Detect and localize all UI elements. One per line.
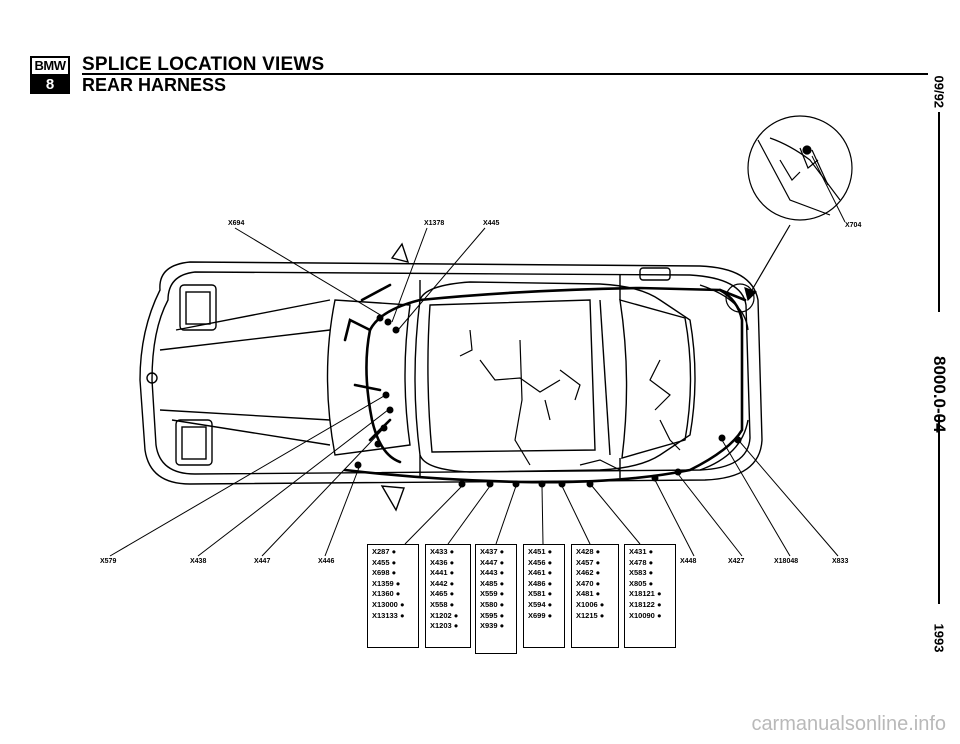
- callout-x1378: X1378: [424, 220, 445, 227]
- splice-item: X1215 ●: [576, 610, 605, 620]
- splice-item: X699 ●: [528, 610, 553, 620]
- splice-list-4: X451 ● X456 ● X461 ● X486 ● X581 ● X594 …: [523, 544, 565, 648]
- splice-item: X437 ●: [480, 547, 505, 556]
- splice-item: X13133 ●: [372, 610, 405, 620]
- splice-item: X287 ●: [372, 547, 397, 556]
- splice-item: X470 ●: [576, 578, 601, 588]
- splice-item: X939 ●: [480, 621, 505, 631]
- splice-item: X441 ●: [430, 568, 455, 578]
- splice-list-3: X437 ● X447 ● X443 ● X485 ● X559 ● X580 …: [475, 544, 517, 654]
- splice-item: X1203 ●: [430, 621, 459, 631]
- splice-item: X465 ●: [430, 589, 455, 599]
- callout-x694: X694: [228, 220, 245, 227]
- splice-dots: [354, 314, 742, 488]
- splice-item: X455 ●: [372, 557, 397, 567]
- sunroof: [427, 299, 596, 453]
- splice-item: X1006 ●: [576, 599, 605, 609]
- logo-bottom-text: 8: [32, 76, 68, 94]
- splice-item: X18122 ●: [629, 599, 662, 609]
- splice-item: X451 ●: [528, 547, 553, 556]
- callout-x704: X704: [845, 222, 862, 229]
- callout-x446: X446: [318, 558, 335, 565]
- splice-item: X558 ●: [430, 599, 455, 609]
- splice-item: X456 ●: [528, 557, 553, 567]
- interior-wiring: [459, 329, 681, 471]
- splice-item: X581 ●: [528, 589, 553, 599]
- splice-item: X1360 ●: [372, 589, 401, 599]
- splice-item: X481 ●: [576, 589, 601, 599]
- splice-item: X428 ●: [576, 547, 601, 556]
- watermark: carmanualsonline.info: [751, 713, 946, 735]
- left-mirror: [390, 242, 410, 263]
- callout-x438: X438: [190, 558, 207, 565]
- splice-item: X805 ●: [629, 578, 654, 588]
- splice-item: X559 ●: [480, 589, 505, 599]
- right-mirror: [380, 485, 405, 512]
- logo-top-text: BMW: [32, 58, 68, 76]
- splice-item: X583 ●: [629, 568, 654, 578]
- splice-list-6: X431 ● X478 ● X583 ● X805 ● X18121 ● X18…: [624, 544, 676, 648]
- page-header: BMW 8 SPLICE LOCATION VIEWS REAR HARNESS: [8, 40, 928, 96]
- splice-item: X462 ●: [576, 568, 601, 578]
- splice-item: X486 ●: [528, 578, 553, 588]
- leader-lines: [109, 155, 846, 557]
- splice-item: X485 ●: [480, 578, 505, 588]
- splice-item: X13000 ●: [372, 599, 405, 609]
- car-body-inner: [151, 271, 751, 475]
- page-title: SPLICE LOCATION VIEWS: [82, 54, 325, 75]
- wiring-harness: [343, 283, 747, 484]
- car-body-outline: [139, 261, 763, 485]
- splice-item: X478 ●: [629, 557, 654, 567]
- splice-item: X1359 ●: [372, 578, 401, 588]
- rear-window: [619, 299, 692, 459]
- splice-item: X447 ●: [480, 557, 505, 567]
- callout-x18048: X18048: [774, 558, 799, 565]
- side-rule-2: [938, 416, 940, 604]
- splice-item: X594 ●: [528, 599, 553, 609]
- splice-item: X698 ●: [372, 568, 397, 578]
- detail-inset: [725, 115, 853, 313]
- splice-item: X436 ●: [430, 557, 455, 567]
- callout-x447: X447: [254, 558, 271, 565]
- splice-item: X433 ●: [430, 547, 455, 556]
- splice-list-2: X433 ● X436 ● X441 ● X442 ● X465 ● X558 …: [425, 544, 471, 648]
- windshield: [326, 299, 411, 456]
- splice-item: X443 ●: [480, 568, 505, 578]
- page-subtitle: REAR HARNESS: [82, 75, 227, 95]
- callout-x833: X833: [832, 558, 849, 565]
- side-rule-1: [938, 112, 940, 312]
- roof-outline: [414, 281, 696, 473]
- callout-x445: X445: [483, 220, 500, 227]
- side-stamp: 09/92 8000.0-04 1993: [925, 60, 953, 660]
- splice-item: X457 ●: [576, 557, 601, 567]
- callout-x448: X448: [680, 558, 697, 565]
- right-headlight: [175, 419, 213, 466]
- bmw-logo: BMW 8: [30, 56, 70, 94]
- splice-list-1: X287 ● X455 ● X698 ● X1359 ● X1360 ● X13…: [367, 544, 419, 648]
- splice-item: X10090 ●: [629, 610, 662, 620]
- bmw-emblem: [146, 372, 158, 384]
- splice-item: X580 ●: [480, 599, 505, 609]
- splice-item: X431 ●: [629, 547, 654, 556]
- splice-item: X595 ●: [480, 610, 505, 620]
- splice-item: X461 ●: [528, 568, 553, 578]
- header-rule: [82, 73, 928, 75]
- splice-list-5: X428 ● X457 ● X462 ● X470 ● X481 ● X1006…: [571, 544, 619, 648]
- splice-item: X1202 ●: [430, 610, 459, 620]
- callout-x579: X579: [100, 558, 117, 565]
- splice-item: X442 ●: [430, 578, 455, 588]
- callout-x427: X427: [728, 558, 745, 565]
- left-headlight: [179, 284, 217, 331]
- splice-item: X18121 ●: [629, 589, 662, 599]
- fuel-door: [639, 267, 671, 281]
